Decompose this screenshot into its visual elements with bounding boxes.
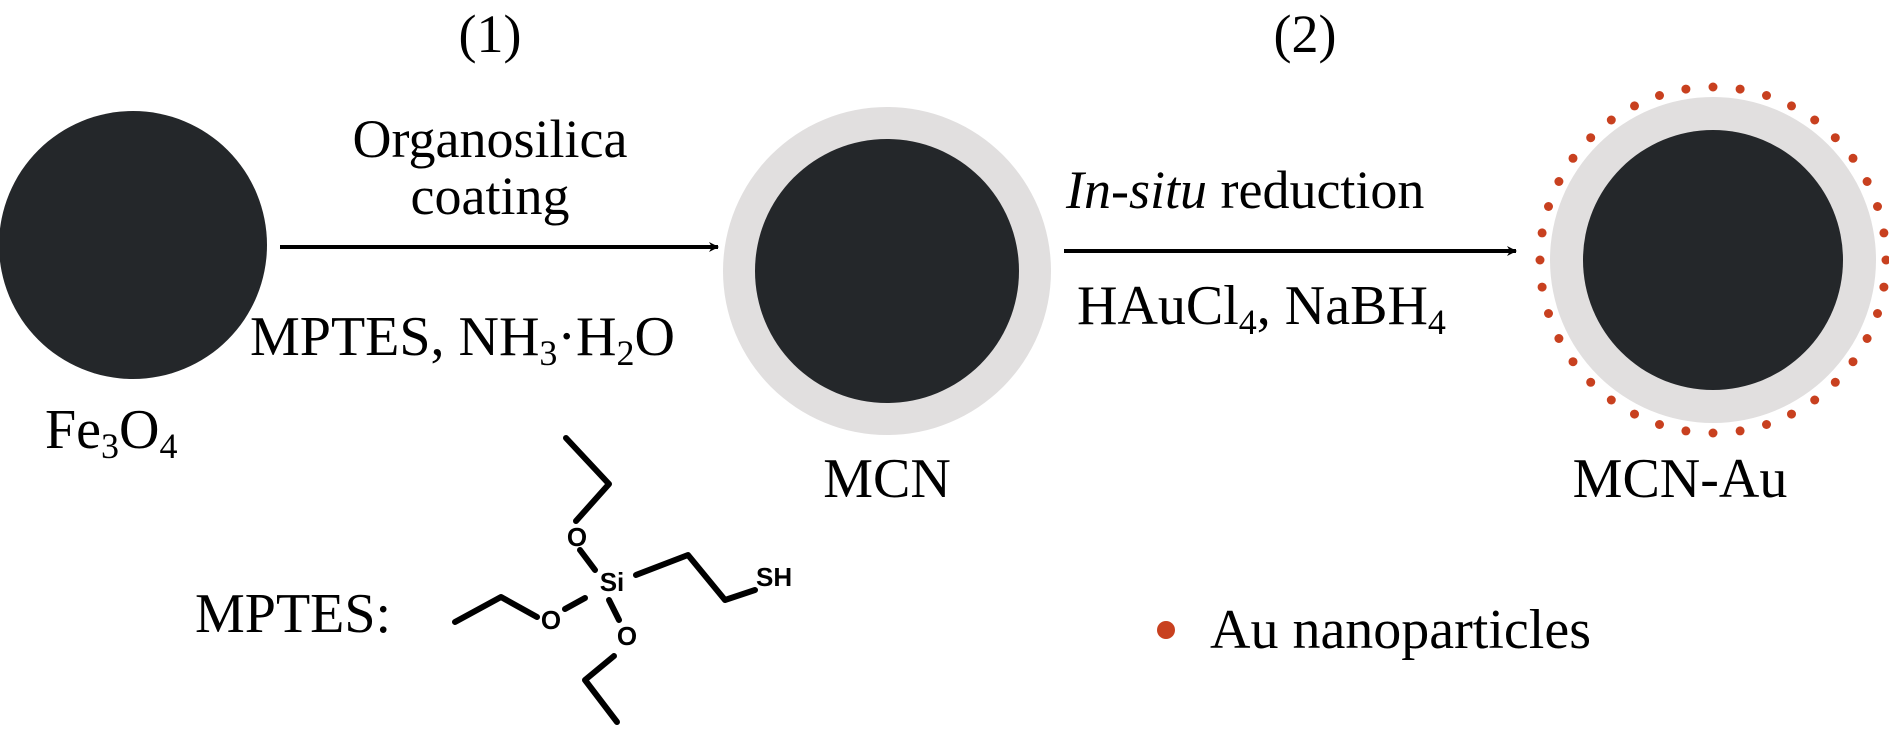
atom-sh: SH	[756, 562, 792, 592]
au-nanoparticle-dot	[1630, 101, 1639, 111]
atom-o-top: O	[567, 522, 587, 552]
fe3o4-label-fe: Fe	[45, 399, 101, 461]
mptes-label: MPTES:	[195, 583, 391, 645]
step2-title-italic: In-situ	[1065, 160, 1207, 220]
step2-reagents-a: HAuCl	[1077, 275, 1239, 337]
step1-line2: coating	[411, 166, 570, 226]
bond-ethyl-top	[563, 435, 612, 524]
au-nanoparticle-dot	[1848, 153, 1858, 163]
step2-number: (2)	[1274, 4, 1337, 64]
atom-si: Si	[600, 567, 625, 597]
au-nanoparticle-dot	[1655, 91, 1664, 100]
au-nanoparticle-dot	[1830, 377, 1840, 387]
au-nanoparticle-dot	[1879, 282, 1889, 292]
au-nanoparticle-dot	[1606, 395, 1616, 405]
fe3o4-label: Fe3O4	[45, 399, 177, 466]
step2-title: In-situ reduction	[1065, 160, 1424, 220]
fe3o4-label-o: O	[119, 399, 159, 461]
au-nanoparticle-dot	[1544, 202, 1553, 211]
au-nanoparticle-dot	[1762, 420, 1771, 429]
au-nanoparticle-dot	[1708, 428, 1718, 438]
au-nanoparticle-dot	[1879, 228, 1889, 238]
step1-reagents-b: ·H	[557, 306, 616, 368]
au-nanoparticle-dot	[1586, 133, 1596, 143]
au-nanoparticle-dot	[1544, 309, 1553, 318]
au-nanoparticle-dot	[1630, 409, 1639, 419]
fe3o4-particle	[0, 111, 267, 379]
bond-si-o-left	[562, 595, 588, 612]
mcn-label: MCN	[823, 448, 951, 510]
au-nanoparticle-dot	[1708, 82, 1718, 92]
au-nanoparticle-ring	[1535, 82, 1889, 438]
bond-si-o-bottom	[606, 597, 622, 623]
step2-reagents-b: , NaBH	[1257, 275, 1428, 337]
step1-reagents-c: O	[634, 306, 674, 368]
au-nanoparticle-dot	[1655, 420, 1664, 429]
au-nanoparticle-dot	[1554, 177, 1564, 186]
au-nanoparticle-dot	[1762, 91, 1771, 100]
bond-ethyl-bottom	[582, 653, 620, 725]
mcn-au-core	[1583, 130, 1843, 390]
step1-reagents-sub2: 2	[616, 333, 634, 373]
au-nanoparticle-dot	[1568, 357, 1578, 367]
au-nanoparticle-dot	[1535, 255, 1545, 265]
mcn-core	[755, 139, 1019, 403]
au-nanoparticle-dot	[1862, 334, 1872, 343]
step1-reagents-a: MPTES, NH	[250, 306, 539, 368]
au-nanoparticle-dot	[1537, 228, 1547, 238]
au-nanoparticle-dot	[1830, 133, 1840, 143]
au-nanoparticle-dot	[1735, 426, 1745, 436]
legend-au-dot	[1157, 621, 1175, 639]
au-nanoparticle-dot	[1848, 357, 1858, 367]
au-nanoparticle-dot	[1873, 202, 1882, 211]
bond-o-si-top	[577, 547, 598, 573]
au-nanoparticle-dot	[1681, 426, 1691, 436]
au-nanoparticle-dot	[1881, 255, 1889, 265]
au-nanoparticle-dot	[1787, 409, 1796, 419]
step2-reagents: HAuCl4, NaBH4	[1077, 275, 1446, 342]
atom-o-bottom: O	[617, 621, 637, 651]
au-nanoparticle-dot	[1681, 84, 1691, 94]
step1-reagents-sub3: 3	[539, 333, 557, 373]
step1-line1: Organosilica	[353, 109, 628, 169]
legend-label: Au nanoparticles	[1210, 599, 1591, 661]
au-nanoparticle-dot	[1787, 101, 1796, 111]
au-nanoparticle-dot	[1537, 282, 1547, 292]
step2-reagents-sub4b: 4	[1428, 302, 1446, 342]
au-nanoparticle-dot	[1586, 377, 1596, 387]
fe3o4-label-sub3: 3	[101, 426, 119, 466]
au-nanoparticle-dot	[1810, 115, 1820, 125]
au-nanoparticle-dot	[1873, 309, 1882, 318]
au-nanoparticle-dot	[1606, 115, 1616, 125]
au-nanoparticle-dot	[1568, 153, 1578, 163]
step2-title-rest: reduction	[1207, 160, 1424, 220]
au-nanoparticle-dot	[1862, 177, 1872, 186]
step1-reagents: MPTES, NH3·H2O	[250, 306, 675, 373]
step1-number: (1)	[459, 4, 522, 64]
bond-si-chain	[633, 552, 758, 603]
step2-reagents-sub4a: 4	[1239, 302, 1257, 342]
au-nanoparticle-dot	[1810, 395, 1820, 405]
au-nanoparticle-dot	[1554, 334, 1564, 343]
au-nanoparticle-dot	[1735, 84, 1745, 94]
mcn-au-label: MCN-Au	[1573, 448, 1788, 510]
mptes-structure	[452, 435, 758, 725]
fe3o4-label-sub4: 4	[159, 426, 177, 466]
bond-ethyl-left	[452, 594, 540, 625]
atom-o-left: O	[541, 605, 561, 635]
